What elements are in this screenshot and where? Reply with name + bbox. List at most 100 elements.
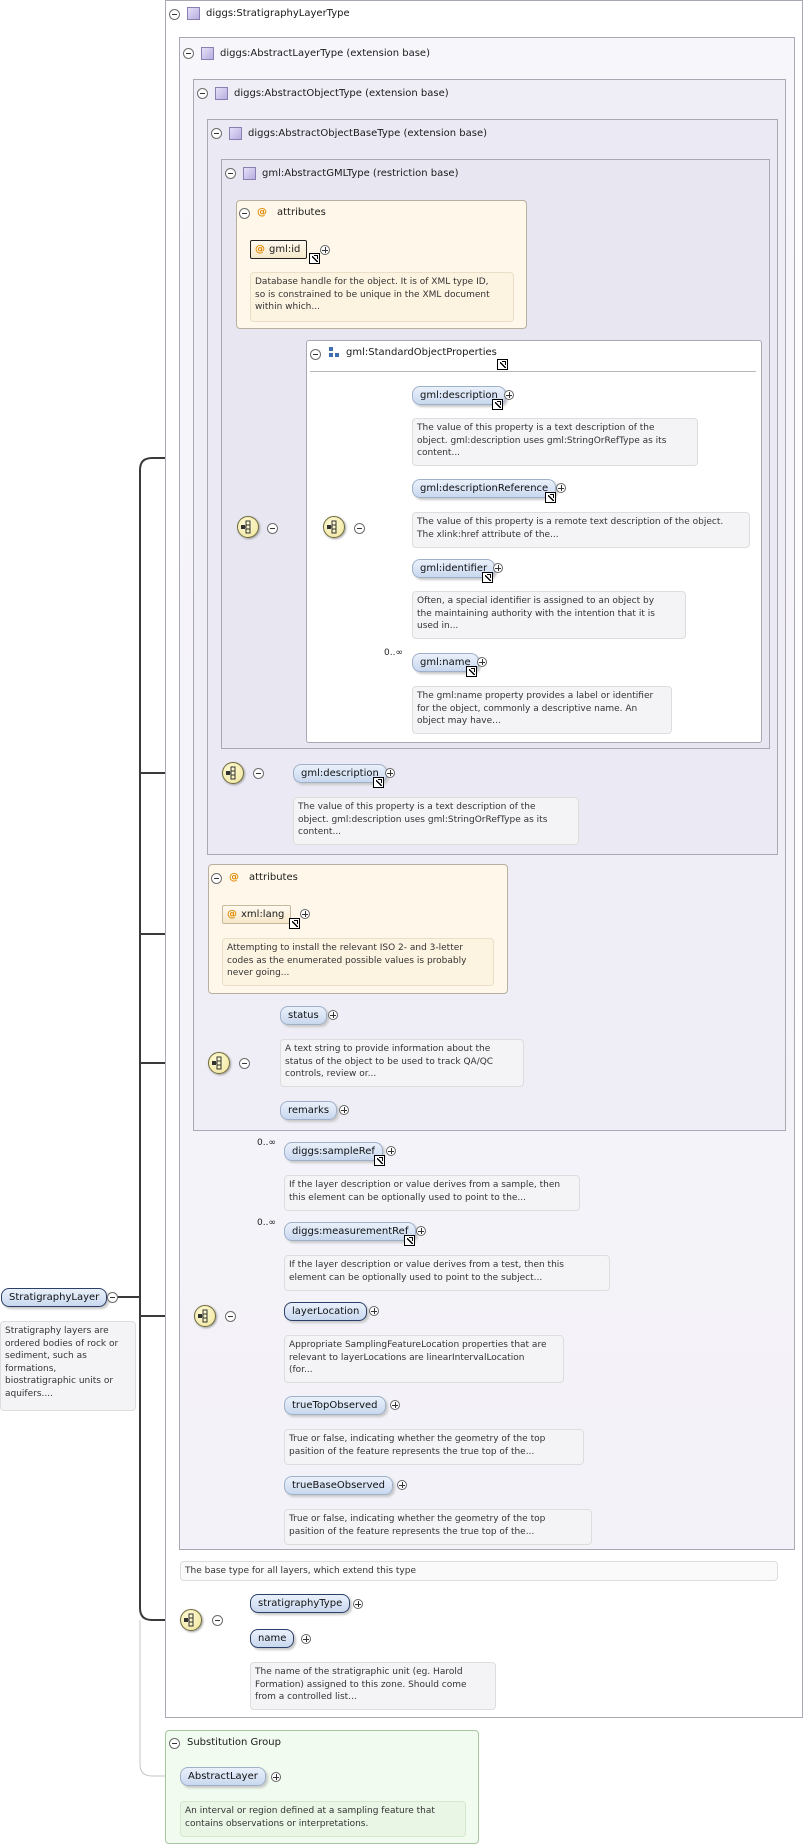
root-element[interactable]: StratigraphyLayer bbox=[1, 1288, 108, 1307]
layer-sequence-compositor[interactable] bbox=[194, 1305, 216, 1327]
expand-icon[interactable] bbox=[416, 1226, 426, 1236]
group-sequence-compositor[interactable] bbox=[323, 516, 345, 538]
gml-description-reference-doc: The value of this property is a remote t… bbox=[412, 512, 750, 548]
measurement-ref-doc: If the layer description or value derive… bbox=[284, 1255, 610, 1291]
sample-ref-element[interactable]: diggs:sampleRef bbox=[284, 1142, 383, 1161]
name-element[interactable]: name bbox=[250, 1629, 295, 1648]
sequence-icon bbox=[198, 1309, 208, 1323]
abstract-layer-header: diggs:AbstractLayerType (extension base) bbox=[201, 47, 430, 60]
reference-icon bbox=[482, 572, 493, 583]
strat-sequence-compositor[interactable] bbox=[180, 1609, 202, 1631]
abstract-layer-element[interactable]: AbstractLayer bbox=[180, 1767, 266, 1786]
status-element[interactable]: status bbox=[280, 1006, 327, 1025]
sequence-toggle[interactable] bbox=[267, 523, 278, 534]
expand-icon[interactable] bbox=[300, 909, 310, 919]
abstract-object-toggle[interactable] bbox=[197, 88, 208, 99]
gml-identifier-doc: Often, a special identifier is assigned … bbox=[412, 591, 686, 639]
type-icon bbox=[201, 47, 214, 60]
object-attributes-title: attributes bbox=[249, 872, 298, 883]
expand-icon[interactable] bbox=[339, 1105, 349, 1115]
true-top-observed-element[interactable]: trueTopObserved bbox=[284, 1396, 386, 1415]
complex-type-label: diggs:StratigraphyLayerType bbox=[206, 8, 350, 19]
measurement-ref-element[interactable]: diggs:measurementRef bbox=[284, 1222, 417, 1241]
attribute-at-icon: @ bbox=[227, 909, 237, 920]
type-icon bbox=[187, 7, 200, 20]
reference-icon bbox=[289, 918, 300, 929]
base-sequence-toggle[interactable] bbox=[253, 768, 264, 779]
expand-icon[interactable] bbox=[477, 657, 487, 667]
root-doc: Stratigraphy layers are ordered bodies o… bbox=[0, 1321, 136, 1411]
substitution-group-toggle[interactable] bbox=[169, 1738, 180, 1749]
gml-attributes-toggle[interactable] bbox=[239, 208, 250, 219]
expand-icon[interactable] bbox=[328, 1010, 338, 1020]
expand-icon[interactable] bbox=[385, 768, 395, 778]
expand-icon[interactable] bbox=[504, 390, 514, 400]
group-icon bbox=[329, 347, 340, 358]
root-element-label: StratigraphyLayer bbox=[9, 1292, 100, 1303]
type-icon bbox=[215, 87, 228, 100]
measurement-ref-cardinality: 0..∞ bbox=[257, 1218, 276, 1228]
abstract-layer-element-doc: An interval or region defined at a sampl… bbox=[180, 1801, 466, 1837]
abstract-layer-toggle[interactable] bbox=[183, 48, 194, 59]
gml-id-attribute[interactable]: @ gml:id bbox=[250, 240, 308, 259]
object-attributes-header: @ attributes bbox=[229, 872, 298, 883]
object-attributes-toggle[interactable] bbox=[211, 873, 222, 884]
abstract-object-label: diggs:AbstractObjectType (extension base… bbox=[234, 88, 449, 99]
xml-lang-attribute[interactable]: @xml:lang bbox=[222, 905, 292, 924]
sample-ref-doc: If the layer description or value derive… bbox=[284, 1175, 580, 1211]
expand-icon[interactable] bbox=[397, 1480, 407, 1490]
expand-icon[interactable] bbox=[386, 1146, 396, 1156]
stratigraphy-type-element[interactable]: stratigraphyType bbox=[250, 1594, 351, 1613]
reference-icon bbox=[404, 1235, 415, 1246]
complex-type-header: diggs:StratigraphyLayerType bbox=[187, 7, 350, 20]
gml-attributes-header: @ attributes bbox=[257, 207, 326, 218]
strat-sequence-toggle[interactable] bbox=[212, 1615, 223, 1626]
sequence-icon bbox=[327, 520, 337, 534]
group-toggle[interactable] bbox=[310, 349, 321, 360]
sequence-icon bbox=[184, 1613, 194, 1627]
expand-icon[interactable] bbox=[369, 1306, 379, 1316]
substitution-group-header: Substitution Group bbox=[187, 1737, 281, 1748]
type-icon bbox=[243, 167, 256, 180]
true-top-observed-doc: True or false, indicating whether the ge… bbox=[284, 1429, 584, 1465]
reference-icon bbox=[466, 666, 477, 677]
group-sequence-toggle[interactable] bbox=[354, 523, 365, 534]
expand-icon[interactable] bbox=[320, 245, 330, 255]
gml-type-header: gml:AbstractGMLType (restriction base) bbox=[243, 167, 458, 180]
root-collapse-toggle[interactable] bbox=[107, 1292, 118, 1303]
gml-id-label: gml:id bbox=[269, 244, 301, 255]
reference-icon bbox=[373, 777, 384, 788]
attribute-at-icon: @ bbox=[255, 244, 265, 255]
sequence-icon bbox=[212, 1056, 222, 1070]
sequence-compositor[interactable] bbox=[237, 516, 259, 538]
xml-lang-doc: Attempting to install the relevant ISO 2… bbox=[222, 938, 494, 986]
gml-attributes-title: attributes bbox=[277, 207, 326, 218]
gml-name-doc: The gml:name property provides a label o… bbox=[412, 686, 672, 734]
expand-icon[interactable] bbox=[390, 1400, 400, 1410]
base-sequence-compositor[interactable] bbox=[222, 762, 244, 784]
expand-icon[interactable] bbox=[301, 1634, 311, 1644]
layer-sequence-toggle[interactable] bbox=[225, 1311, 236, 1322]
gml-type-toggle[interactable] bbox=[225, 168, 236, 179]
gml-description-reference-element[interactable]: gml:descriptionReference bbox=[412, 479, 557, 498]
abstract-object-base-toggle[interactable] bbox=[211, 128, 222, 139]
true-base-observed-element[interactable]: trueBaseObserved bbox=[284, 1476, 393, 1495]
group-header: gml:StandardObjectProperties bbox=[329, 347, 497, 358]
expand-icon[interactable] bbox=[353, 1599, 363, 1609]
base-description-element[interactable]: gml:description bbox=[293, 764, 387, 783]
expand-icon[interactable] bbox=[493, 563, 503, 573]
expand-icon[interactable] bbox=[556, 483, 566, 493]
gml-type-label: gml:AbstractGMLType (restriction base) bbox=[262, 168, 459, 179]
reference-icon bbox=[374, 1155, 385, 1166]
layer-location-doc: Appropriate SamplingFeatureLocation prop… bbox=[284, 1335, 564, 1383]
remarks-element[interactable]: remarks bbox=[280, 1101, 338, 1120]
object-sequence-compositor[interactable] bbox=[208, 1052, 230, 1074]
gml-id-doc: Database handle for the object. It is of… bbox=[250, 272, 514, 322]
complex-type-toggle[interactable] bbox=[169, 9, 180, 20]
abstract-layer-label: diggs:AbstractLayerType (extension base) bbox=[220, 48, 430, 59]
layer-location-element[interactable]: layerLocation bbox=[284, 1302, 368, 1321]
reference-icon bbox=[545, 492, 556, 503]
object-sequence-toggle[interactable] bbox=[239, 1058, 250, 1069]
expand-icon[interactable] bbox=[271, 1772, 281, 1782]
abstract-object-base-label: diggs:AbstractObjectBaseType (extension … bbox=[248, 128, 488, 139]
